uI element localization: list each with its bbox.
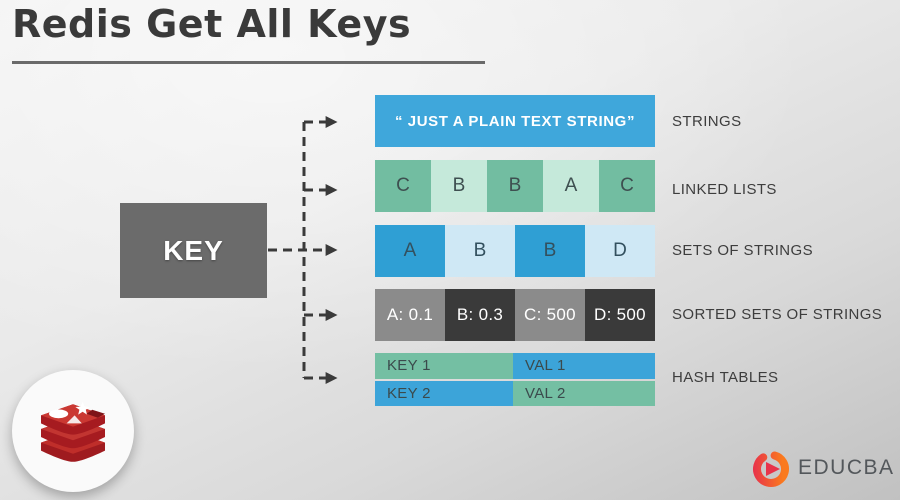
list-cell: C — [599, 160, 655, 212]
list-cell: A — [543, 160, 599, 212]
linked-lists-row: C B B A C — [375, 160, 655, 212]
sorted-set-cell: B: 0.3 — [445, 289, 515, 341]
hash-cell: KEY 1 — [375, 353, 513, 379]
hash-cell: KEY 2 — [375, 380, 513, 406]
sorted-set-cell: A: 0.1 — [375, 289, 445, 341]
sets-row: A B B D — [375, 225, 655, 277]
set-cell: A — [375, 225, 445, 277]
list-cell: C — [375, 160, 431, 212]
set-cell: D — [585, 225, 655, 277]
educba-wordmark: EDUCBA — [798, 456, 895, 479]
list-cell: B — [487, 160, 543, 212]
hash-cell: VAL 1 — [513, 353, 655, 379]
sorted-sets-row: A: 0.1 B: 0.3 C: 500 D: 500 — [375, 289, 655, 341]
sorted-set-cell: D: 500 — [585, 289, 655, 341]
list-cell: B — [431, 160, 487, 212]
row-label-hash-tables: HASH TABLES — [672, 369, 779, 386]
row-label-linked-lists: LINKED LISTS — [672, 181, 777, 198]
key-box-label: KEY — [163, 234, 224, 266]
key-box: KEY — [120, 203, 267, 298]
redis-logo-badge — [12, 370, 134, 492]
hash-tables-row: KEY 1 VAL 1 KEY 2 VAL 2 — [375, 353, 655, 406]
sorted-set-cell: C: 500 — [515, 289, 585, 341]
hash-cell: VAL 2 — [513, 380, 655, 406]
page-title: Redis Get All Keys — [12, 2, 412, 46]
set-cell: B — [515, 225, 585, 277]
row-label-sorted-sets: SORTED SETS OF STRINGS — [672, 306, 883, 323]
redis-logo-icon — [41, 401, 105, 462]
strings-value: “ JUST A PLAIN TEXT STRING” — [394, 112, 636, 130]
educba-logo-icon — [753, 451, 789, 487]
row-label-strings: STRINGS — [672, 113, 742, 130]
set-cell: B — [445, 225, 515, 277]
strings-row: “ JUST A PLAIN TEXT STRING” — [375, 95, 655, 147]
title-underline — [12, 61, 485, 64]
row-label-sets-of-strings: SETS OF STRINGS — [672, 242, 814, 259]
educba-logo-badge: EDUCBA — [752, 446, 895, 490]
